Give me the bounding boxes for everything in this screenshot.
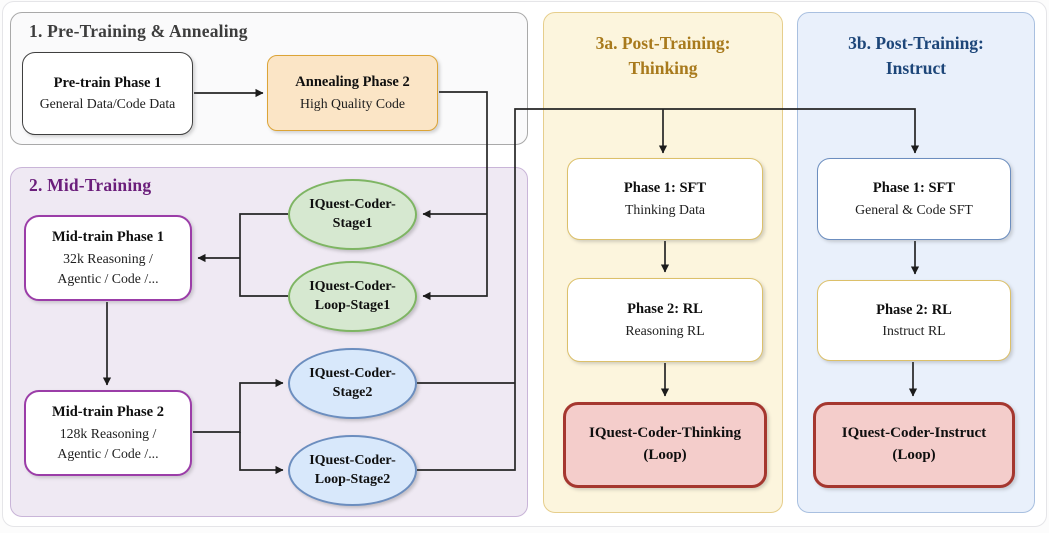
loop-stage1-line1: IQuest-Coder- [309, 279, 396, 295]
stage1-line2: Stage1 [332, 215, 373, 231]
thinking-rl-title: Phase 2: RL [627, 301, 703, 318]
thinking-sft-subtitle: Thinking Data [624, 201, 706, 217]
node-annealing-phase2: Annealing Phase 2 High Quality Code [267, 55, 438, 131]
anneal-subtitle: High Quality Code [300, 95, 405, 111]
mid1-subtitle2: Agentic / Code /... [57, 270, 159, 286]
mid1-title: Mid-train Phase 1 [52, 229, 164, 246]
node-iquest-coder-loop-stage1: IQuest-Coder- Loop-Stage1 [288, 261, 417, 332]
node-iquest-coder-stage1: IQuest-Coder- Stage1 [288, 179, 417, 250]
thinking-model-line2: (Loop) [643, 447, 687, 463]
section-post-instruct-title: 3b. Post-Training: Instruct [798, 31, 1034, 80]
section-post-thinking-title: 3a. Post-Training: Thinking [544, 31, 782, 80]
post-instruct-title-line1: 3b. Post-Training: [848, 33, 984, 53]
mid2-subtitle2: Agentic / Code /... [57, 445, 159, 461]
thinking-rl-subtitle: Reasoning RL [625, 322, 705, 338]
section-midtraining-title: 2. Mid-Training [29, 175, 152, 195]
anneal-title: Annealing Phase 2 [295, 74, 410, 91]
stage2-line2: Stage2 [332, 384, 373, 400]
node-midtrain-phase1: Mid-train Phase 1 32k Reasoning / Agenti… [24, 215, 192, 301]
node-iquest-coder-loop-stage2: IQuest-Coder- Loop-Stage2 [288, 435, 417, 506]
mid1-subtitle1: 32k Reasoning / [63, 250, 153, 266]
post-instruct-title-line2: Instruct [885, 57, 947, 78]
pretrain-title: Pre-train Phase 1 [53, 74, 162, 91]
instruct-sft-subtitle: General & Code SFT [855, 201, 973, 217]
thinking-sft-title: Phase 1: SFT [623, 180, 707, 197]
thinking-model-line1: IQuest-Coder-Thinking [589, 425, 741, 442]
mid2-title: Mid-train Phase 2 [52, 404, 164, 421]
node-iquest-coder-thinking: IQuest-Coder-Thinking (Loop) [563, 402, 767, 488]
loop-stage2-line1: IQuest-Coder- [309, 453, 396, 469]
post-thinking-title-line2: Thinking [628, 57, 698, 78]
loop-stage2-line2: Loop-Stage2 [314, 471, 391, 487]
instruct-model-line2: (Loop) [892, 447, 936, 463]
post-thinking-title-line1: 3a. Post-Training: [595, 33, 731, 53]
node-thinking-phase1-sft: Phase 1: SFT Thinking Data [567, 158, 763, 240]
stage2-line1: IQuest-Coder- [309, 366, 396, 382]
instruct-rl-subtitle: Instruct RL [882, 323, 946, 338]
instruct-model-line1: IQuest-Coder-Instruct [841, 425, 987, 442]
node-thinking-phase2-rl: Phase 2: RL Reasoning RL [567, 278, 763, 362]
node-pretrain-phase1: Pre-train Phase 1 General Data/Code Data [22, 52, 193, 135]
pretrain-subtitle: General Data/Code Data [39, 96, 176, 111]
section-pretraining-title: 1. Pre-Training & Annealing [29, 21, 248, 41]
instruct-sft-title: Phase 1: SFT [872, 180, 956, 197]
stage1-line1: IQuest-Coder- [309, 197, 396, 213]
mid2-subtitle1: 128k Reasoning / [59, 425, 157, 441]
node-iquest-coder-instruct: IQuest-Coder-Instruct (Loop) [813, 402, 1015, 488]
node-instruct-phase2-rl: Phase 2: RL Instruct RL [817, 280, 1011, 361]
loop-stage1-line2: Loop-Stage1 [314, 297, 391, 313]
node-midtrain-phase2: Mid-train Phase 2 128k Reasoning / Agent… [24, 390, 192, 476]
instruct-rl-title: Phase 2: RL [876, 301, 952, 318]
node-instruct-phase1-sft: Phase 1: SFT General & Code SFT [817, 158, 1011, 240]
node-iquest-coder-stage2: IQuest-Coder- Stage2 [288, 348, 417, 419]
